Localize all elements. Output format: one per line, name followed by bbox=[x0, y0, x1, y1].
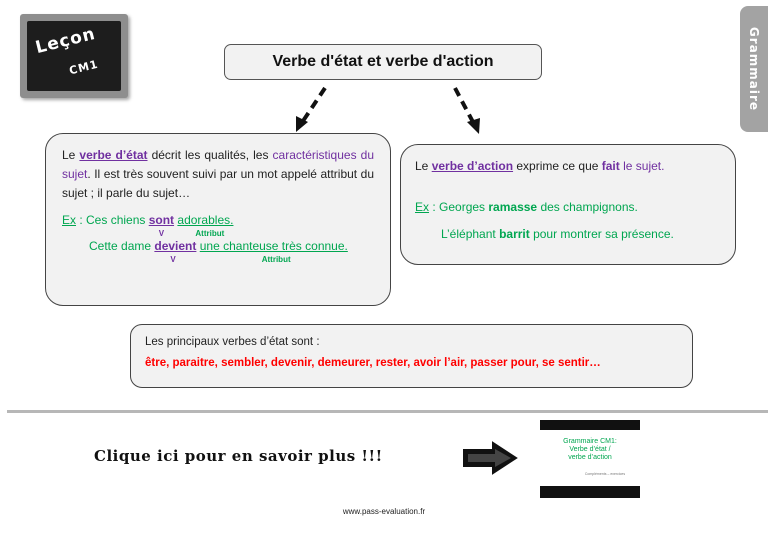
action-verb-term: verbe d’action bbox=[431, 159, 514, 173]
grammar-tab[interactable]: Grammaire bbox=[740, 6, 768, 132]
main-state-verbs-list: être, paraitre, sembler, devenir, demeur… bbox=[145, 357, 601, 369]
chalkboard-logo: Leçon CM1 bbox=[20, 14, 128, 98]
arrow-right-icon bbox=[453, 87, 480, 134]
footer-url[interactable]: www.pass-evaluation.fr bbox=[342, 507, 426, 516]
main-state-verbs-box: Les principaux verbes d’état sont : être… bbox=[130, 324, 693, 388]
right-arrow-icon[interactable] bbox=[461, 440, 519, 476]
page-title: Verbe d'état et verbe d'action bbox=[224, 44, 542, 80]
action-example-1: Ex : Georges ramasse des champignons. bbox=[415, 200, 638, 214]
divider bbox=[7, 410, 768, 413]
connector-arrows bbox=[296, 86, 480, 134]
state-verb-definition: Le verbe d’état décrit les qualités, les… bbox=[62, 148, 374, 200]
action-verb-definition: Le verbe d’action exprime ce que fait le… bbox=[415, 159, 665, 173]
action-verb-box: Le verbe d’action exprime ce que fait le… bbox=[400, 144, 736, 265]
state-verb-box: Le verbe d’état décrit les qualités, les… bbox=[45, 133, 391, 306]
learn-more-link[interactable]: Clique ici pour en savoir plus !!! bbox=[94, 447, 383, 465]
lesson-thumbnail[interactable]: Grammaire CM1: Verbe d’état / verbe d’ac… bbox=[540, 420, 640, 498]
arrow-left-icon bbox=[296, 86, 327, 132]
state-verb-term: verbe d’état bbox=[79, 148, 148, 162]
main-state-verbs-label: Les principaux verbes d’état sont : bbox=[145, 336, 320, 348]
action-example-2: L’éléphant barrit pour montrer sa présen… bbox=[441, 227, 674, 241]
